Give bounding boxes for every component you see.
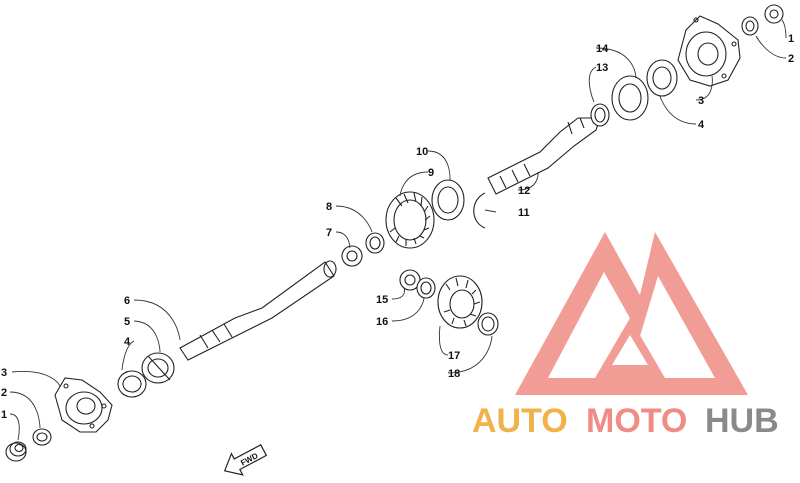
callout-2-right: 2 (788, 53, 794, 65)
callout-15: 15 (376, 294, 388, 306)
part-seal-upper (646, 59, 678, 97)
watermark-hub: HUB (705, 402, 779, 440)
callout-3-left: 3 (1, 367, 7, 379)
part-nut-left (5, 441, 27, 462)
part-bearing-left (141, 352, 175, 384)
part-pinion-nut (399, 269, 421, 291)
callout-2-left: 2 (1, 387, 7, 399)
fwd-arrow: FWD (223, 444, 268, 476)
part-ring-upper (590, 103, 610, 127)
callout-3-right: 3 (698, 95, 704, 107)
callout-17: 17 (448, 350, 460, 362)
part-washer-upper (741, 16, 759, 36)
part-shaft-left (179, 260, 337, 361)
part-pinion-shim (477, 312, 499, 336)
watermark-moto: MOTO (586, 402, 687, 440)
callout-5: 5 (124, 316, 130, 328)
part-snap-ring (473, 192, 486, 229)
leader-lines (9, 19, 787, 441)
callout-6: 6 (124, 295, 130, 307)
callout-14: 14 (596, 43, 609, 55)
part-nut-center (341, 245, 363, 267)
watermark-inner-mark-icon (595, 318, 665, 378)
watermark-auto: AUTO (472, 402, 568, 440)
callout-7: 7 (326, 227, 332, 239)
callout-4-right: 4 (698, 119, 705, 131)
watermark-triangle-icon (515, 232, 748, 395)
part-bearing-upper (611, 75, 649, 121)
part-washer-left (32, 428, 52, 446)
callout-9: 9 (428, 167, 434, 179)
part-shaft-right (487, 117, 601, 195)
part-seal-left (117, 370, 147, 398)
callout-11: 11 (518, 207, 530, 219)
part-bevel-gear-large (385, 191, 435, 249)
fwd-arrow-icon (223, 444, 268, 476)
part-nut-upper (764, 4, 784, 24)
callout-numbers: 1 2 3 4 5 6 7 8 9 10 11 12 13 14 15 16 1… (1, 33, 794, 421)
watermark-logo (515, 232, 748, 395)
callout-1-right: 1 (788, 33, 794, 45)
part-bearing-center (431, 179, 465, 221)
callout-12: 12 (518, 185, 530, 197)
callout-16: 16 (376, 316, 388, 328)
part-hub-left (54, 377, 113, 433)
part-pinion-washer (416, 277, 436, 299)
part-washer-center (365, 232, 385, 254)
part-hub-upper (677, 15, 741, 87)
watermark-text: AUTO MOTO HUB (472, 402, 779, 440)
callout-1-left: 1 (1, 409, 7, 421)
callout-8: 8 (326, 201, 332, 213)
callout-10: 10 (416, 146, 428, 158)
callout-13: 13 (596, 62, 608, 74)
callout-4-left: 4 (124, 336, 131, 348)
part-pinion-gear (437, 275, 483, 329)
callout-18: 18 (448, 368, 460, 380)
